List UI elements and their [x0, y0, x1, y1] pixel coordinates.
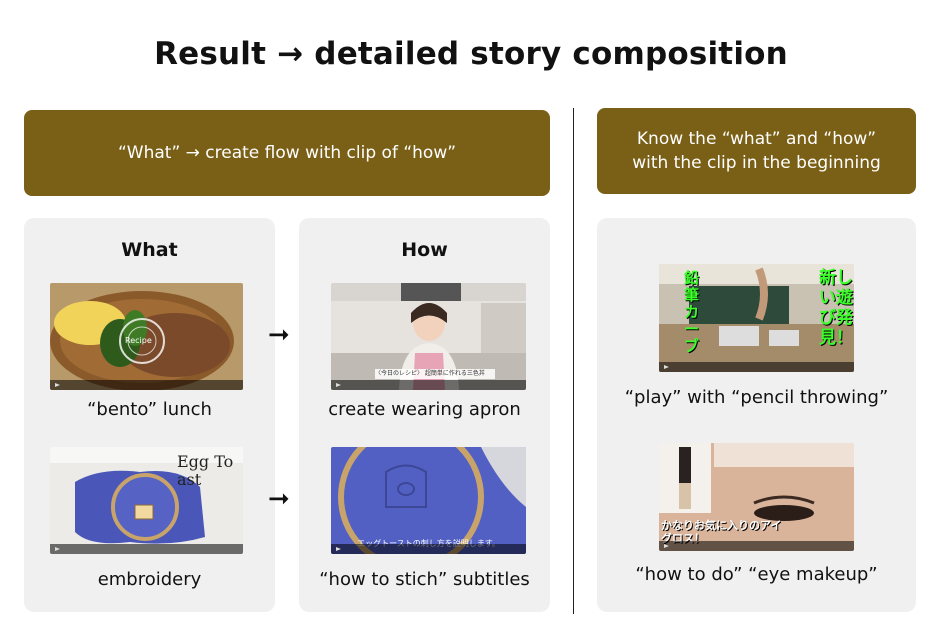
new-play-overlay: 新しい遊び発見！: [819, 268, 853, 348]
apron-caption: create wearing apron: [299, 399, 550, 420]
stitch-video-thumbnail: エッグトーストの刺し方を説明します。: [331, 447, 526, 554]
bento-video-thumbnail: Recipe: [50, 283, 243, 390]
left-section-banner: “What” → create flow with clip of “how”: [24, 110, 550, 196]
video-controls: [659, 541, 854, 551]
video-controls: [50, 544, 243, 554]
video-controls: [659, 362, 854, 372]
video-controls: [331, 544, 526, 554]
video-controls: [50, 380, 243, 390]
how-heading: How: [299, 239, 550, 261]
section-divider: [573, 108, 574, 614]
makeup-video-thumbnail: かなりお気に入りのアイグロス！: [659, 443, 854, 551]
embroidery-video-thumbnail: Egg Toast: [50, 447, 243, 554]
page-title: Result → detailed story composition: [0, 36, 942, 72]
stitch-caption: “how to stich” subtitles: [299, 569, 550, 590]
right-arrow-icon: ➞: [268, 486, 290, 512]
pencil-curve-overlay: 鉛筆カーブ: [684, 270, 702, 355]
right-section-banner: Know the “what” and “how” with the clip …: [597, 108, 916, 194]
pencil-video-thumbnail: 鉛筆カーブ 新しい遊び発見！: [659, 264, 854, 372]
bento-caption: “bento” lunch: [24, 399, 275, 420]
apron-subtitle: 〈今日のレシピ〉 超簡単に作れる三色丼: [375, 369, 495, 379]
recipe-overlay-text: Recipe: [125, 336, 152, 345]
what-heading: What: [24, 239, 275, 261]
embroidery-caption: embroidery: [24, 569, 275, 590]
makeup-caption: “how to do” “eye makeup”: [597, 564, 916, 585]
egg-toast-overlay: Egg Toast: [177, 453, 237, 489]
video-controls: [331, 380, 526, 390]
apron-video-thumbnail: 〈今日のレシピ〉 超簡単に作れる三色丼: [331, 283, 526, 390]
pencil-caption: “play” with “pencil throwing”: [597, 387, 916, 408]
right-arrow-icon: ➞: [268, 322, 290, 348]
